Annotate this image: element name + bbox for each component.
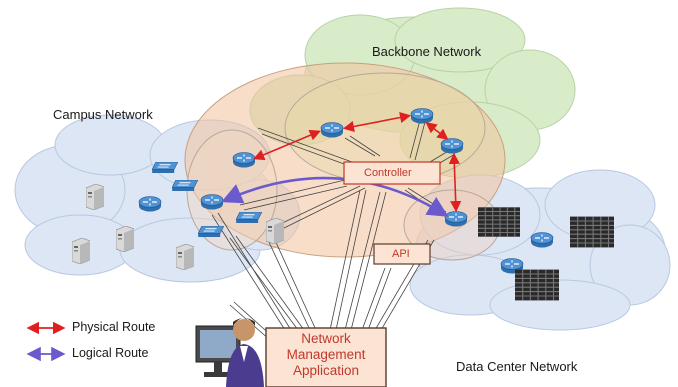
backbone-router-2 (410, 108, 434, 124)
campus-network-label: Campus Network (53, 107, 153, 122)
nma-label-line2: Management (286, 347, 366, 362)
dc-edge-router (444, 211, 468, 227)
rack-2 (570, 215, 614, 249)
campus-switch-2 (172, 180, 198, 191)
campus-switch-1 (152, 162, 178, 173)
backbone-router-3 (440, 138, 464, 154)
operator-icon (195, 318, 264, 387)
rack-3 (515, 268, 559, 302)
backbone-network-label: Backbone Network (372, 44, 482, 59)
campus-router-2 (200, 194, 224, 210)
api-box (373, 243, 431, 265)
physical-route (253, 112, 462, 213)
server-5 (266, 218, 284, 244)
nma-box (265, 327, 387, 387)
legend-logical-label: Logical Route (72, 346, 149, 360)
server-1 (86, 184, 104, 210)
dc-router-2 (530, 232, 554, 248)
controller-box (343, 161, 441, 185)
api-label: API (392, 248, 410, 260)
nma-label: Network Management Application (266, 331, 386, 379)
rack-1 (478, 206, 520, 238)
campus-edge-router (232, 152, 256, 168)
server-4 (176, 244, 194, 270)
controller-label: Controller (364, 167, 412, 179)
server-2 (116, 226, 134, 252)
backbone-router-1 (320, 122, 344, 138)
campus-switch-3 (236, 212, 262, 223)
campus-router-3 (138, 196, 162, 212)
legend-physical-label: Physical Route (72, 320, 156, 334)
campus-switch-4 (198, 226, 224, 237)
logical-route (221, 176, 449, 217)
nma-label-line1: Network (301, 331, 351, 346)
nma-label-line3: Application (292, 363, 360, 378)
server-3 (72, 238, 90, 264)
datacenter-network-label: Data Center Network (456, 359, 578, 374)
